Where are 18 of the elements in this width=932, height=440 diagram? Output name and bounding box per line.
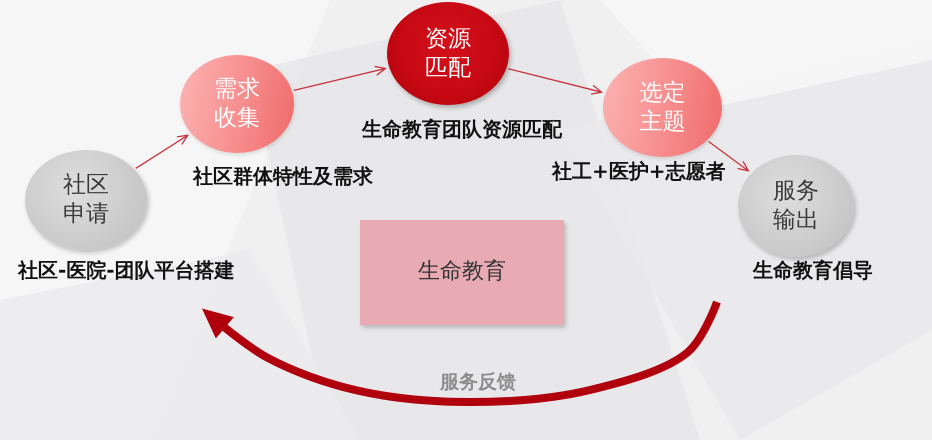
step-label: 选定主题: [638, 78, 686, 136]
arrow: [708, 141, 749, 172]
step-caption: 社工+医护+志愿者: [552, 158, 726, 184]
step-label: 需求收集: [212, 75, 261, 133]
step-label: 资源匹配: [424, 24, 472, 82]
arrow: [294, 66, 386, 92]
step-label: 服务输出: [772, 177, 820, 235]
box-label: 生命教育: [418, 258, 506, 286]
arrow: [136, 134, 188, 169]
concept-box: [360, 220, 564, 325]
arrow: [508, 68, 602, 95]
edge-label: 服务反馈: [440, 370, 516, 395]
step-caption: 生命教育团队资源匹配: [362, 116, 562, 142]
feedback-arrow: [202, 300, 721, 406]
step-caption: 生命教育倡导: [753, 257, 873, 283]
step-label: 社区申请: [62, 171, 110, 229]
step-caption: 社区群体特性及需求: [193, 163, 373, 189]
step-caption: 社区-医院-团队平台搭建: [18, 257, 235, 283]
